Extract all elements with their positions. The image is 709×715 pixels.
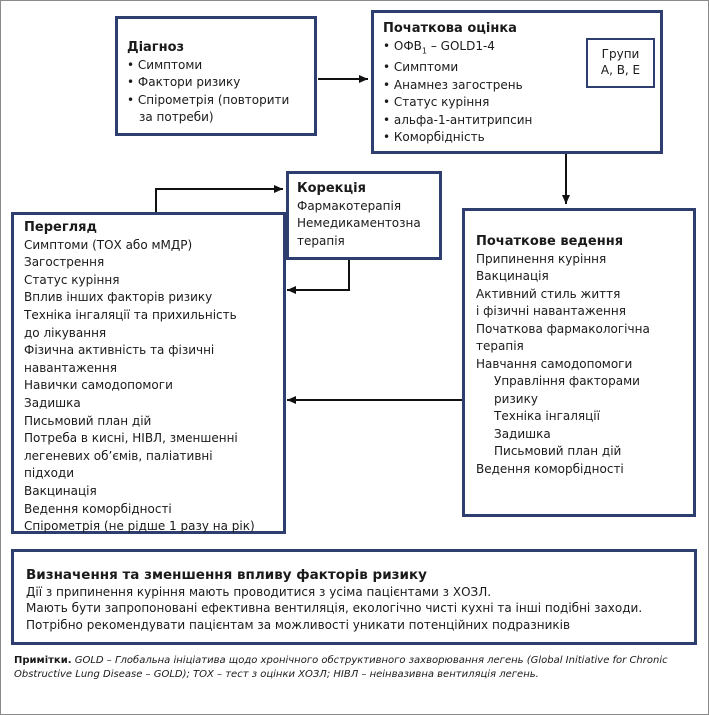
review-item: Симптоми (ТОХ або мМДР) [24, 237, 193, 252]
initial-management-subitem: Письмовий план дій [494, 444, 622, 458]
initial-management-box: Початкове ведення Припинення куріння Вак… [462, 208, 696, 517]
review-item: до лікування [24, 325, 107, 340]
diagnosis-box: Діагноз Симптоми Фактори ризику Спіромет… [115, 16, 317, 136]
diagnosis-title: Діагноз [127, 40, 185, 55]
review-title: Перегляд [24, 220, 97, 235]
groups-box: Групи A, B, E [586, 38, 655, 88]
risk-factors-line: Мають бути запропоновані ефективна венти… [26, 601, 643, 615]
initial-management-item: терапія [476, 339, 524, 353]
initial-management-subitem: Техніка інгаляції [494, 409, 600, 423]
review-item: Загострення [24, 255, 105, 270]
review-item: Техніка інгаляції та прихильність [24, 307, 237, 322]
diagnosis-item: Фактори ризику [127, 74, 314, 92]
initial-management-item: і фізичні навантаження [476, 304, 626, 318]
arrow-correction-to-review [287, 260, 350, 294]
footnote-text: GOLD – Глобальна ініціатива щодо хронічн… [14, 655, 668, 680]
initial-assessment-item: Анамнез загострень [383, 77, 660, 95]
initial-management-item: Вакцинація [476, 269, 549, 283]
correction-item: Немедикаментозна [297, 216, 421, 230]
risk-factors-line: Потрібно рекомендувати пацієнтам за можл… [26, 617, 571, 632]
review-item: Навички самодопомоги [24, 378, 173, 393]
correction-item: Фармакотерапія [297, 198, 402, 213]
review-item: Спірометрія (не рідше 1 разу на рік) [24, 519, 255, 534]
risk-factors-title: Визначення та зменшення впливу факторів … [26, 567, 427, 583]
initial-management-item: Ведення коморбідності [476, 461, 624, 476]
review-item: Письмовий план дій [24, 413, 152, 428]
initial-assessment-item: Статус куріння [383, 94, 660, 112]
review-item: навантаження [24, 360, 117, 375]
initial-assessment-item: альфа-1-антитрипсин [383, 112, 660, 130]
footnote: Примітки. GOLD – Глобальна ініціатива що… [14, 654, 702, 682]
correction-title: Корекція [297, 181, 366, 196]
correction-item: терапія [297, 233, 345, 248]
review-box: Перегляд Симптоми (ТОХ або мМДР) Загостр… [11, 212, 286, 534]
initial-management-subitem: ризику [494, 391, 538, 406]
initial-management-subitem: Управління факторами [494, 374, 640, 388]
review-item: Ведення коморбідності [24, 501, 172, 516]
initial-management-subitem: Задишка [494, 426, 551, 441]
footnote-label: Примітки. [14, 655, 72, 666]
review-item: Фізична активність та фізичні [24, 343, 215, 358]
initial-management-item: Навчання самодопомоги [476, 356, 633, 371]
arrow-review-to-correction [155, 185, 283, 212]
groups-values: A, B, E [600, 63, 641, 77]
review-item: легеневих об’ємів, паліативні [24, 448, 213, 463]
groups-label: Групи [601, 47, 640, 61]
correction-box: Корекція Фармакотерапія Немедикаментозна… [286, 171, 442, 260]
review-item: Потреба в кисні, НІВЛ, зменшенні [24, 431, 238, 446]
initial-assessment-item: ОФВ1 – GOLD1-4 [383, 38, 660, 60]
review-item: Статус куріння [24, 272, 120, 287]
diagnosis-item: Спірометрія (повторити [127, 92, 314, 110]
initial-management-item: Активний стиль життя [476, 286, 621, 301]
initial-management-item: Початкова фармакологічна [476, 321, 650, 336]
initial-management-item: Припинення куріння [476, 251, 607, 266]
review-item: Задишка [24, 395, 81, 410]
risk-factors-box: Визначення та зменшення впливу факторів … [11, 549, 697, 645]
diagnosis-item: Симптоми [127, 57, 314, 75]
initial-assessment-title: Початкова оцінка [383, 21, 517, 36]
review-item: підходи [24, 466, 75, 481]
review-item: Вплив інших факторів ризику [24, 290, 213, 305]
initial-management-title: Початкове ведення [476, 234, 624, 249]
initial-assessment-item: Симптоми [383, 59, 660, 77]
risk-factors-line: Дії з припинення куріння мають проводити… [26, 584, 492, 599]
review-item: Вакцинація [24, 483, 97, 498]
initial-assessment-item: Коморбідність [383, 129, 660, 147]
diagnosis-item-continued: за потреби) [139, 110, 214, 124]
